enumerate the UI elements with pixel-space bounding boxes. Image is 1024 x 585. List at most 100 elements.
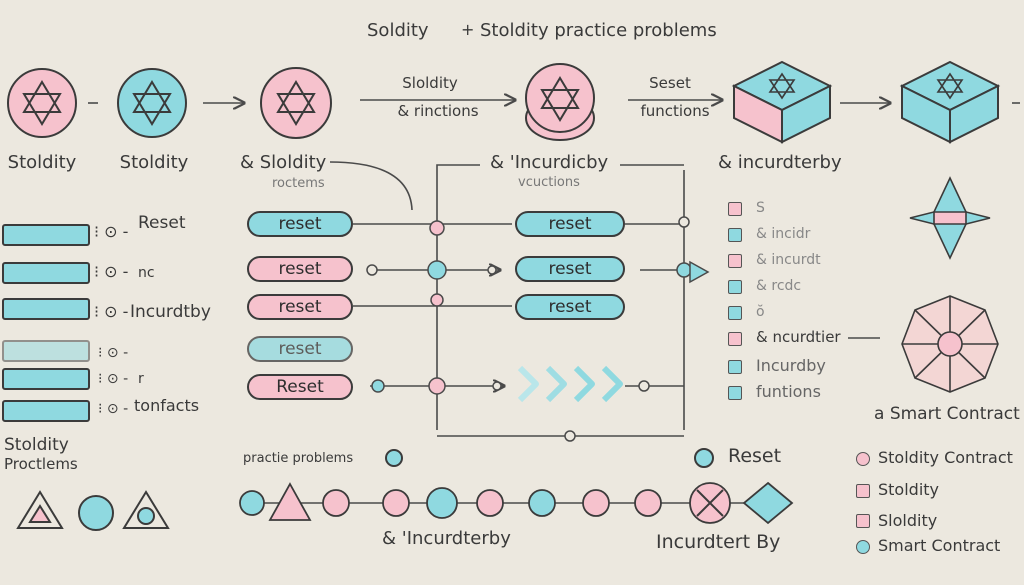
- hexagram-icon-4: [540, 76, 580, 122]
- top-label-5-line2: functions: [640, 102, 710, 120]
- bottom-reset-label: Reset: [728, 445, 782, 467]
- reset-pill-7[interactable]: reset: [515, 256, 625, 282]
- checkbox-4[interactable]: [728, 280, 742, 294]
- checklist-label-6: & ncurdtier: [756, 328, 841, 346]
- top-label-2: Stoldity: [119, 152, 189, 173]
- hexagram-icon-3: [276, 80, 316, 126]
- legend-label-2: Stoldity: [878, 480, 940, 499]
- chain-triangle-icon: [268, 482, 312, 521]
- reset-pill-2[interactable]: reset: [247, 256, 353, 282]
- checkbox-6[interactable]: [728, 332, 742, 346]
- node-row-left-3: [487, 265, 497, 275]
- chain-node-5: [476, 489, 504, 517]
- star-node-icon: [909, 176, 991, 260]
- legend-swatch-3: [856, 514, 870, 528]
- top-label-3: & Sloldity: [240, 152, 327, 173]
- hexagram-icon-2: [132, 80, 172, 126]
- node-row-right-2: [676, 262, 692, 278]
- left-item-label-1: Reset: [138, 213, 186, 233]
- top-label-4-line2: & rinctions: [397, 102, 479, 120]
- cube-icon-1: [731, 60, 833, 144]
- left-bar-5[interactable]: [2, 368, 90, 390]
- chain-node-6: [528, 489, 556, 517]
- left-bar-4[interactable]: [2, 340, 90, 362]
- top-node-2: [117, 68, 187, 138]
- checklist-label-4: & rcdc: [756, 278, 802, 294]
- top-node-1: [7, 68, 77, 138]
- header-plus: +: [461, 20, 475, 39]
- left-item-marker-2: ⁝ ⊙ -: [94, 262, 129, 281]
- curve-sloldity: [329, 161, 413, 211]
- play-arrow-icon: [689, 260, 710, 284]
- cube-icon-2: [899, 60, 1001, 144]
- left-footer-line1: Stoldity: [4, 435, 69, 455]
- circle-icon-1: [78, 495, 114, 531]
- reset-pill-4[interactable]: reset: [247, 336, 353, 362]
- left-bar-1[interactable]: [2, 224, 90, 246]
- left-item-label-6: tonfacts: [134, 396, 200, 415]
- left-item-label-5: r: [138, 371, 144, 387]
- node-trunk-1: [429, 220, 445, 236]
- checklist-label-7: Incurdby: [756, 356, 826, 375]
- node-row-left-2: [371, 379, 385, 393]
- triangle-inner-icon-1: [28, 504, 52, 523]
- chain-node-4: [426, 487, 458, 519]
- chain-node-8: [634, 489, 662, 517]
- top-node-3: [260, 67, 332, 139]
- top-label-6: & 'Incurdicby: [490, 152, 609, 173]
- header-title-left: Soldity: [367, 20, 429, 41]
- node-row-left-1: [366, 264, 378, 276]
- node-row-mid: [492, 381, 502, 391]
- node-trunk-4: [428, 377, 446, 395]
- chain-node-3: [382, 489, 410, 517]
- checkbox-5[interactable]: [728, 306, 742, 320]
- left-bar-3[interactable]: [2, 298, 90, 320]
- bottom-incurdtert-label: Incurdtert By: [656, 531, 781, 553]
- left-bar-2[interactable]: [2, 262, 90, 284]
- play-circle-icon-1: [385, 449, 403, 467]
- left-item-marker-1: ⁝ ⊙ -: [94, 222, 129, 241]
- node-trunk-3: [430, 293, 444, 307]
- reset-pill-5[interactable]: Reset: [247, 374, 353, 400]
- left-item-label-2: nc: [138, 265, 155, 281]
- checkbox-1[interactable]: [728, 202, 742, 216]
- checkbox-8[interactable]: [728, 386, 742, 400]
- legend-label-3: Sloldity: [878, 511, 938, 530]
- top-label-3-sub: roctems: [272, 176, 325, 191]
- left-item-marker-6: ⁝ ⊙ -: [98, 401, 129, 417]
- checklist-label-1: S: [756, 200, 765, 216]
- trunk-top: [436, 164, 480, 175]
- hexagram-icon-1: [22, 80, 62, 126]
- chain-node-2: [322, 489, 350, 517]
- legend-swatch-1: [856, 452, 870, 466]
- triangle-inner-icon-2: [137, 507, 155, 525]
- node-trunk-2: [427, 260, 447, 280]
- left-bar-6[interactable]: [2, 400, 90, 422]
- checklist-label-3: & incurdt: [756, 252, 821, 268]
- left-item-label-3: Incurdtby: [130, 302, 211, 322]
- bottom-incurdterby-label: & 'Incurdterby: [382, 528, 511, 549]
- node-row-right-1: [678, 216, 690, 228]
- node-bottom: [564, 430, 576, 442]
- checkbox-2[interactable]: [728, 228, 742, 242]
- checkbox-7[interactable]: [728, 360, 742, 374]
- top-label-1: Stoldity: [7, 152, 77, 173]
- legend-label-4: Smart Contract: [878, 536, 1001, 555]
- top-label-6-sub: vcuctions: [518, 175, 580, 190]
- checklist-label-8: funtions: [756, 382, 821, 401]
- x-cross-icon: [696, 489, 724, 517]
- left-item-marker-4: ⁝ ⊙ -: [98, 345, 129, 361]
- top-label-5-line1: Seset: [649, 74, 691, 92]
- chain-node-7: [582, 489, 610, 517]
- left-item-marker-3: ⁝ ⊙ -: [94, 302, 129, 321]
- left-footer-line2: Proctlems: [4, 455, 78, 473]
- triangle-icon-2: [122, 490, 170, 529]
- chain-node-1: [239, 490, 265, 516]
- reset-pill-6[interactable]: reset: [515, 211, 625, 237]
- checkbox-3[interactable]: [728, 254, 742, 268]
- reset-pill-1[interactable]: reset: [247, 211, 353, 237]
- reset-pill-8[interactable]: reset: [515, 294, 625, 320]
- reset-pill-3[interactable]: reset: [247, 294, 353, 320]
- play-circle-icon-2: [694, 448, 714, 468]
